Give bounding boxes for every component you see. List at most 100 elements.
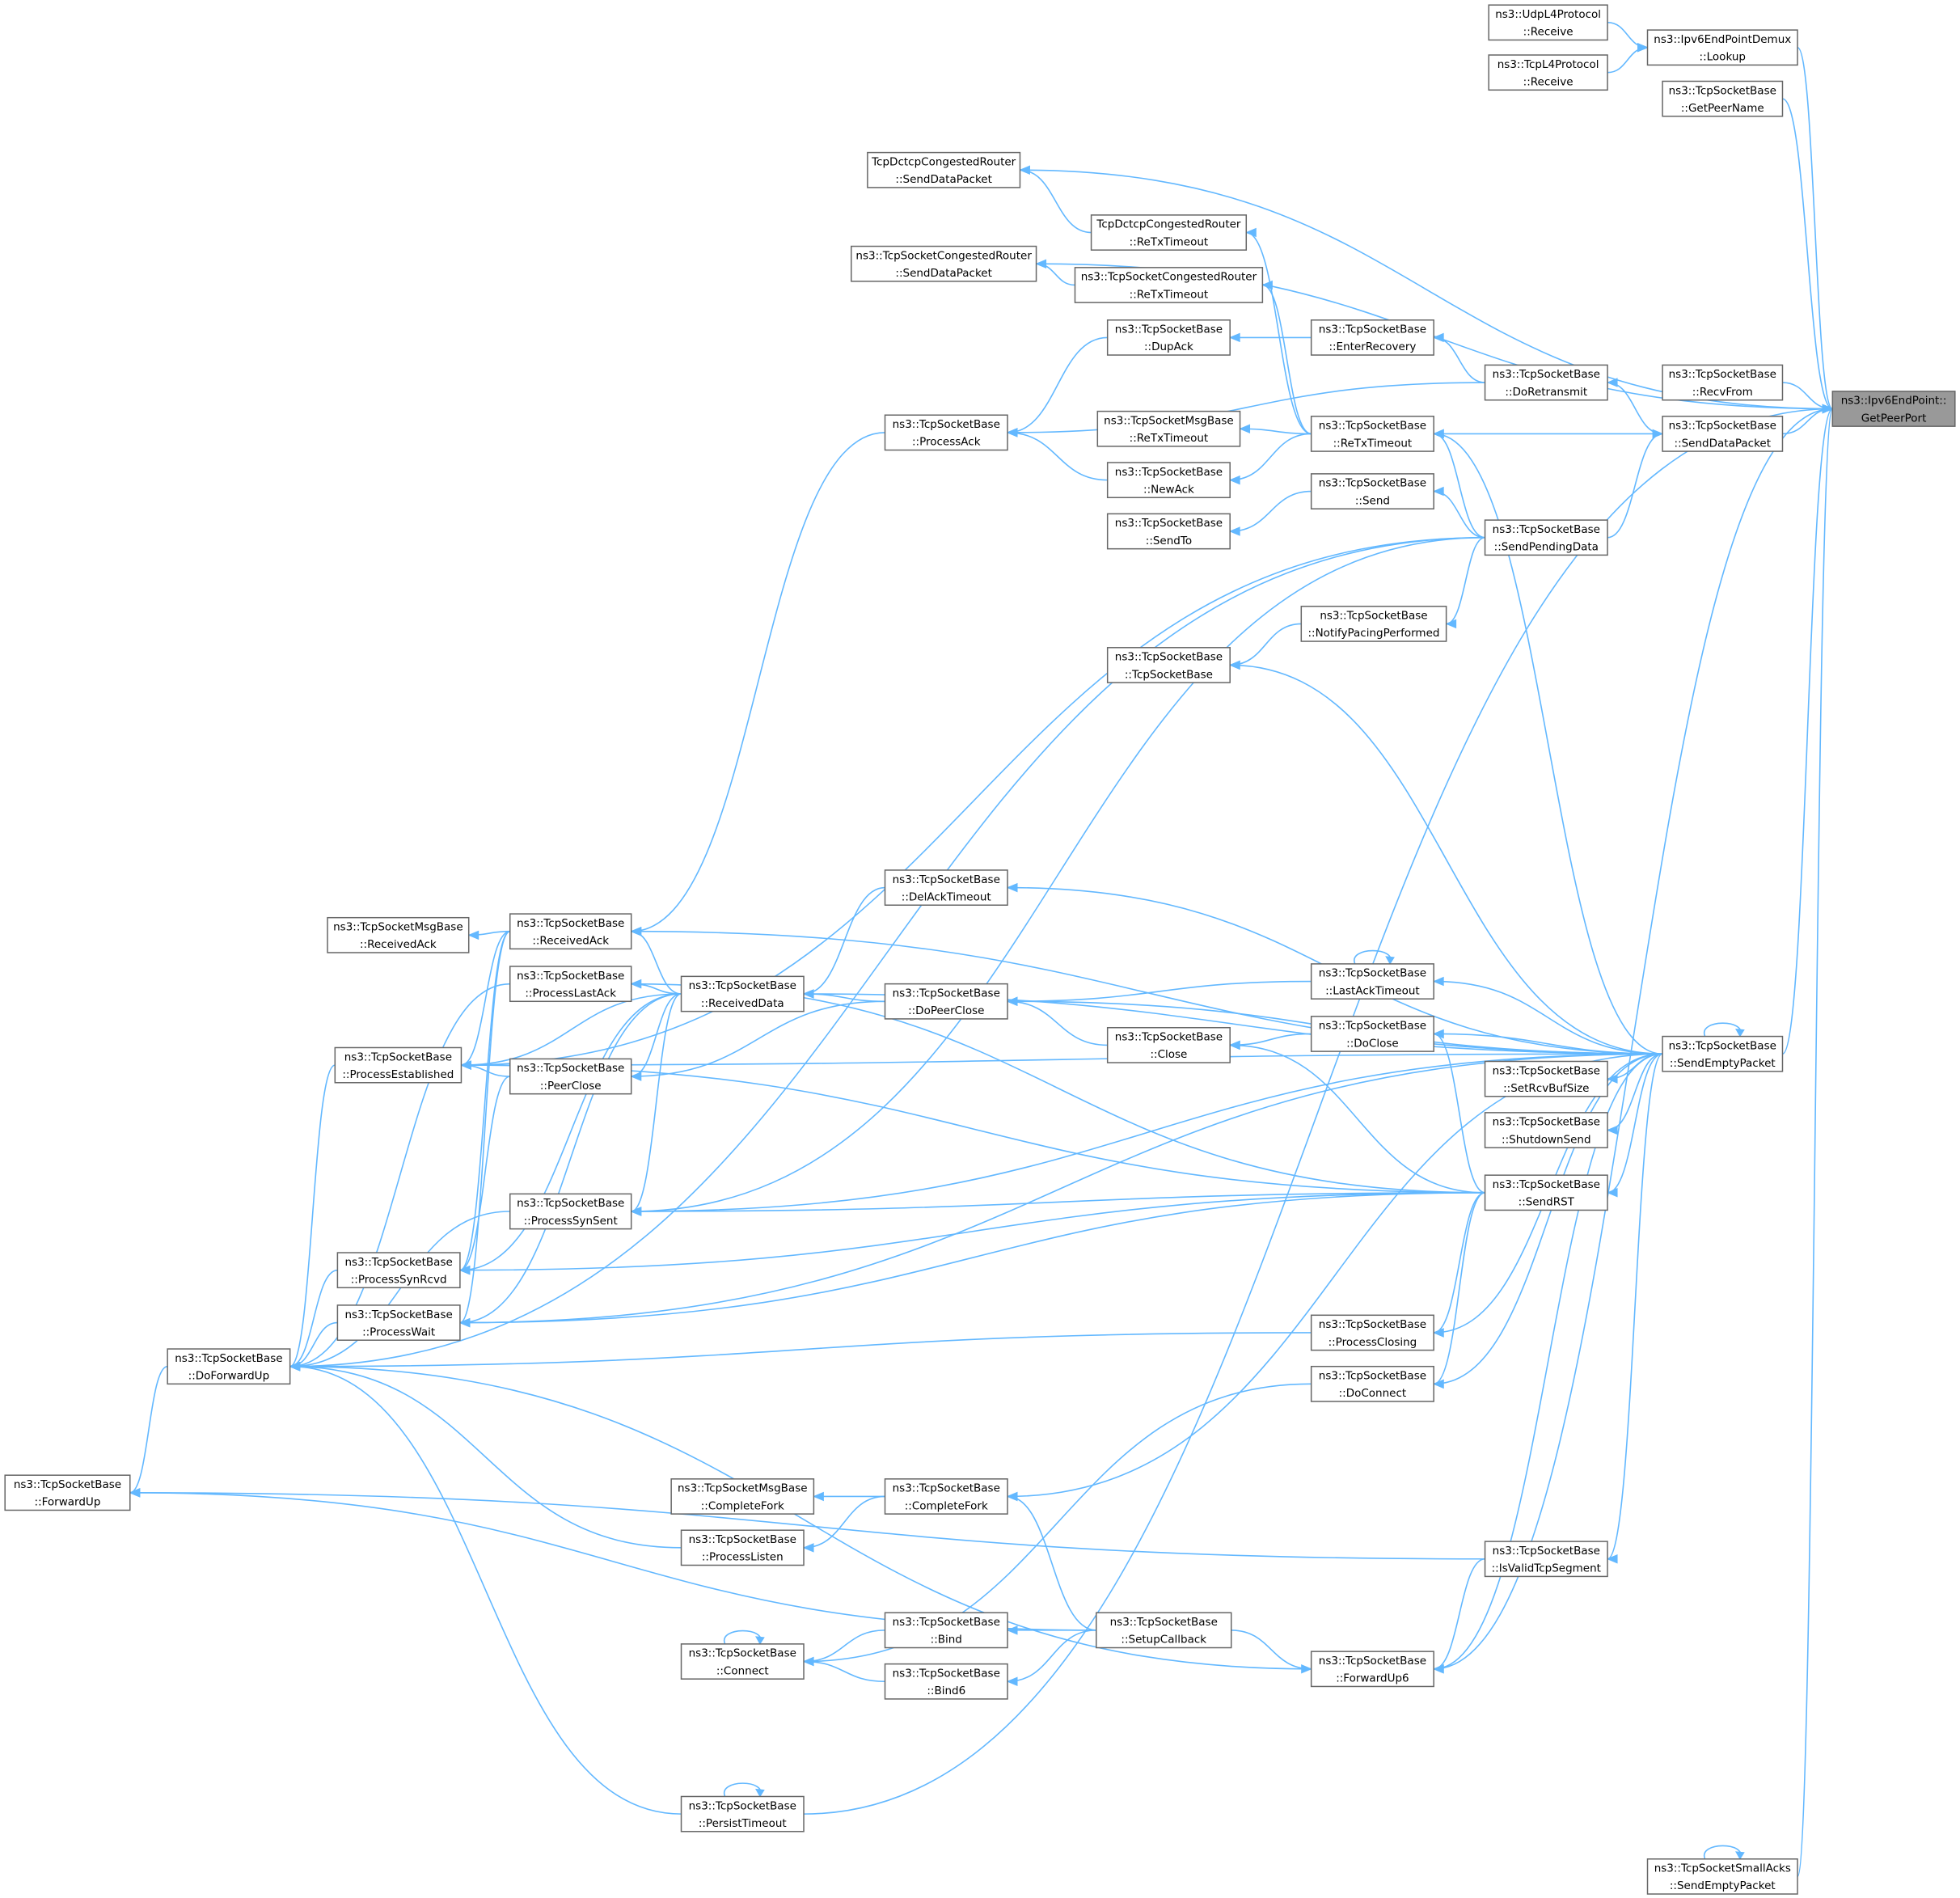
node-label-line: ns3::TcpSocketBase — [345, 1308, 453, 1321]
node-processsynsent[interactable]: ns3::TcpSocketBase::ProcessSynSent — [509, 1193, 632, 1230]
edge-sendempty-to-getpeerport — [1781, 404, 1834, 1055]
node-label-line: ::DoForwardUp — [188, 1370, 270, 1383]
node-processlisten[interactable]: ns3::TcpSocketBase::ProcessListen — [680, 1529, 805, 1566]
node-processestablished[interactable]: ns3::TcpSocketBase::ProcessEstablished — [334, 1046, 463, 1084]
node-delack[interactable]: ns3::TcpSocketBase::DelAckTimeout — [884, 869, 1008, 906]
node-forwardup[interactable]: ns3::TcpSocketBase::ForwardUp — [4, 1474, 131, 1511]
edge-bind6-to-connect — [802, 1656, 885, 1683]
node-label-line: ::EnterRecovery — [1328, 340, 1416, 353]
node-label-line: ns3::TcpSocketBase — [1493, 368, 1600, 381]
node-retx[interactable]: ns3::TcpSocketBase::ReTxTimeout — [1310, 416, 1434, 452]
node-send[interactable]: ns3::TcpSocketBase::Send — [1310, 473, 1434, 509]
node-processsynrcvd[interactable]: ns3::TcpSocketBase::ProcessSynRcvd — [336, 1252, 461, 1289]
node-doforwardup[interactable]: ns3::TcpSocketBase::DoForwardUp — [167, 1348, 291, 1385]
edge-receivedack-to-processsynrcvd — [458, 930, 511, 1275]
edge-smallacks-to-getpeerport — [1797, 404, 1834, 1878]
node-setupcallback[interactable]: ns3::TcpSocketBase::SetupCallback — [1096, 1612, 1232, 1649]
node-newack[interactable]: ns3::TcpSocketBase::NewAck — [1106, 462, 1231, 499]
node-msg_retx[interactable]: ns3::TcpSocketMsgBase::ReTxTimeout — [1096, 410, 1241, 447]
node-receivedack[interactable]: ns3::TcpSocketBase::ReceivedAck — [509, 913, 632, 950]
edge-completefork-to-processlisten — [802, 1495, 885, 1553]
node-lastacktimeout[interactable]: ns3::TcpSocketBase::LastAckTimeout — [1310, 963, 1434, 1000]
node-label-line: ns3::TcpSocketBase — [1110, 1616, 1218, 1629]
node-recvfrom[interactable]: ns3::TcpSocketBase::RecvFrom — [1662, 364, 1784, 401]
node-box — [1106, 319, 1231, 356]
node-label-line: ns3::TcpSocketBase — [517, 917, 624, 930]
node-connect[interactable]: ns3::TcpSocketBase::Connect — [680, 1643, 805, 1680]
node-label-line: ns3::TcpSocketBase — [517, 970, 624, 983]
edge-enterrecovery-to-dupack — [1228, 332, 1312, 343]
node-box — [1484, 1174, 1608, 1211]
node-dctcp_retx[interactable]: TcpDctcpCongestedRouter::ReTxTimeout — [1090, 214, 1248, 251]
node-receiveddata[interactable]: ns3::TcpSocketBase::ReceivedData — [680, 975, 805, 1012]
node-box — [1106, 462, 1231, 499]
node-label-line: ns3::TcpSocketBase — [1669, 420, 1776, 433]
node-label-line: ::SendRST — [1519, 1196, 1575, 1209]
node-completefork[interactable]: ns3::TcpSocketBase::CompleteFork — [884, 1478, 1008, 1515]
node-senddatapacket[interactable]: ns3::TcpSocketBase::SendDataPacket — [1662, 416, 1784, 452]
node-shutdownsend[interactable]: ns3::TcpSocketBase::ShutdownSend — [1484, 1112, 1608, 1148]
node-close[interactable]: ns3::TcpSocketBase::Close — [1106, 1026, 1231, 1063]
node-cong_senddata[interactable]: ns3::TcpSocketCongestedRouter::SendDataP… — [851, 245, 1037, 282]
node-msg_receivedack[interactable]: ns3::TcpSocketMsgBase::ReceivedAck — [327, 916, 470, 953]
node-label-line: ns3::TcpSocketBase — [1493, 1178, 1600, 1191]
node-label-line: ns3::TcpSocketBase — [1319, 420, 1426, 433]
node-label-line: ns3::TcpSocketBase — [1493, 1545, 1600, 1558]
edge-sendempty-to-retx — [1432, 429, 1663, 1055]
node-sendto[interactable]: ns3::TcpSocketBase::SendTo — [1106, 513, 1231, 550]
node-setrcvbuf[interactable]: ns3::TcpSocketBase::SetRcvBufSize — [1484, 1060, 1608, 1097]
node-processclosing[interactable]: ns3::TcpSocketBase::ProcessClosing — [1310, 1314, 1434, 1351]
node-label-line: ::ForwardUp6 — [1336, 1672, 1409, 1685]
node-box — [334, 1046, 463, 1084]
edge-persist-to-persist — [723, 1782, 765, 1798]
node-box — [1662, 416, 1784, 452]
node-forwardup6[interactable]: ns3::TcpSocketBase::ForwardUp6 — [1310, 1651, 1434, 1688]
node-getpeername[interactable]: ns3::TcpSocketBase::GetPeerName — [1662, 80, 1784, 117]
node-cong_retx[interactable]: ns3::TcpSocketCongestedRouter::ReTxTimeo… — [1074, 267, 1264, 303]
node-tcpsocketbase[interactable]: ns3::TcpSocketBase::TcpSocketBase — [1106, 647, 1231, 683]
edge-newack-to-processack — [1006, 428, 1108, 481]
node-doconnect[interactable]: ns3::TcpSocketBase::DoConnect — [1310, 1365, 1434, 1402]
node-label-line: ::ProcessClosing — [1328, 1336, 1417, 1349]
node-box — [1310, 473, 1434, 509]
node-getpeerport[interactable]: ns3::Ipv6EndPoint::GetPeerPort — [1831, 391, 1956, 427]
node-label-line: ::ReTxTimeout — [1130, 235, 1209, 248]
node-box — [509, 1193, 632, 1230]
node-box — [509, 1058, 632, 1095]
edge-sendempty-to-shutdownsend — [1606, 1053, 1663, 1135]
node-bind[interactable]: ns3::TcpSocketBase::Bind — [884, 1612, 1008, 1649]
node-udpl4[interactable]: ns3::UdpL4Protocol::Receive — [1488, 4, 1608, 41]
node-label-line: ::RecvFrom — [1692, 386, 1753, 399]
node-tcpl4[interactable]: ns3::TcpL4Protocol::Receive — [1488, 54, 1608, 91]
edge-senddatapacket-to-retx — [1432, 429, 1663, 439]
node-notifypacing[interactable]: ns3::TcpSocketBase::NotifyPacingPerforme… — [1300, 606, 1447, 642]
node-box — [1310, 963, 1434, 1000]
node-label-line: ns3::TcpSocketBase — [1319, 1370, 1426, 1383]
edge-close-to-dopeerclose — [1006, 996, 1108, 1046]
node-dctcp_senddata[interactable]: TcpDctcpCongestedRouter::SendDataPacket — [867, 151, 1021, 188]
node-label-line: ::ProcessAck — [912, 436, 981, 449]
node-peerclose[interactable]: ns3::TcpSocketBase::PeerClose — [509, 1058, 632, 1095]
node-processlastack[interactable]: ns3::TcpSocketBase::ProcessLastAck — [509, 966, 632, 1003]
node-smallacks[interactable]: ns3::TcpSocketSmallAcks::SendEmptyPacket — [1646, 1858, 1798, 1895]
node-dopeerclose[interactable]: ns3::TcpSocketBase::DoPeerClose — [884, 983, 1008, 1020]
node-sendempty[interactable]: ns3::TcpSocketBase::SendEmptyPacket — [1662, 1035, 1784, 1072]
node-sendpending[interactable]: ns3::TcpSocketBase::SendPendingData — [1484, 519, 1608, 556]
edge-sendpending-to-send — [1432, 486, 1485, 539]
node-ipv6demux[interactable]: ns3::Ipv6EndPointDemux::Lookup — [1646, 29, 1798, 66]
node-processwait[interactable]: ns3::TcpSocketBase::ProcessWait — [336, 1304, 461, 1341]
node-label-line: ::SendEmptyPacket — [1670, 1057, 1776, 1070]
node-msg_completefork[interactable]: ns3::TcpSocketMsgBase::CompleteFork — [670, 1478, 815, 1515]
node-label-line: ns3::TcpSocketBase — [689, 979, 796, 992]
node-doretransmit[interactable]: ns3::TcpSocketBase::DoRetransmit — [1484, 364, 1608, 401]
node-doclose[interactable]: ns3::TcpSocketBase::DoClose — [1310, 1016, 1434, 1052]
node-bind6[interactable]: ns3::TcpSocketBase::Bind6 — [884, 1663, 1008, 1700]
node-processack[interactable]: ns3::TcpSocketBase::ProcessAck — [884, 414, 1008, 451]
node-isvalid[interactable]: ns3::TcpSocketBase::IsValidTcpSegment — [1484, 1541, 1608, 1578]
node-persist[interactable]: ns3::TcpSocketBase::PersistTimeout — [680, 1795, 805, 1832]
node-label-line: ns3::TcpSocketMsgBase — [678, 1482, 808, 1495]
node-enterrecovery[interactable]: ns3::TcpSocketBase::EnterRecovery — [1310, 319, 1434, 356]
node-sendrst[interactable]: ns3::TcpSocketBase::SendRST — [1484, 1174, 1608, 1211]
node-dupack[interactable]: ns3::TcpSocketBase::DupAck — [1106, 319, 1231, 356]
node-box — [884, 1478, 1008, 1515]
